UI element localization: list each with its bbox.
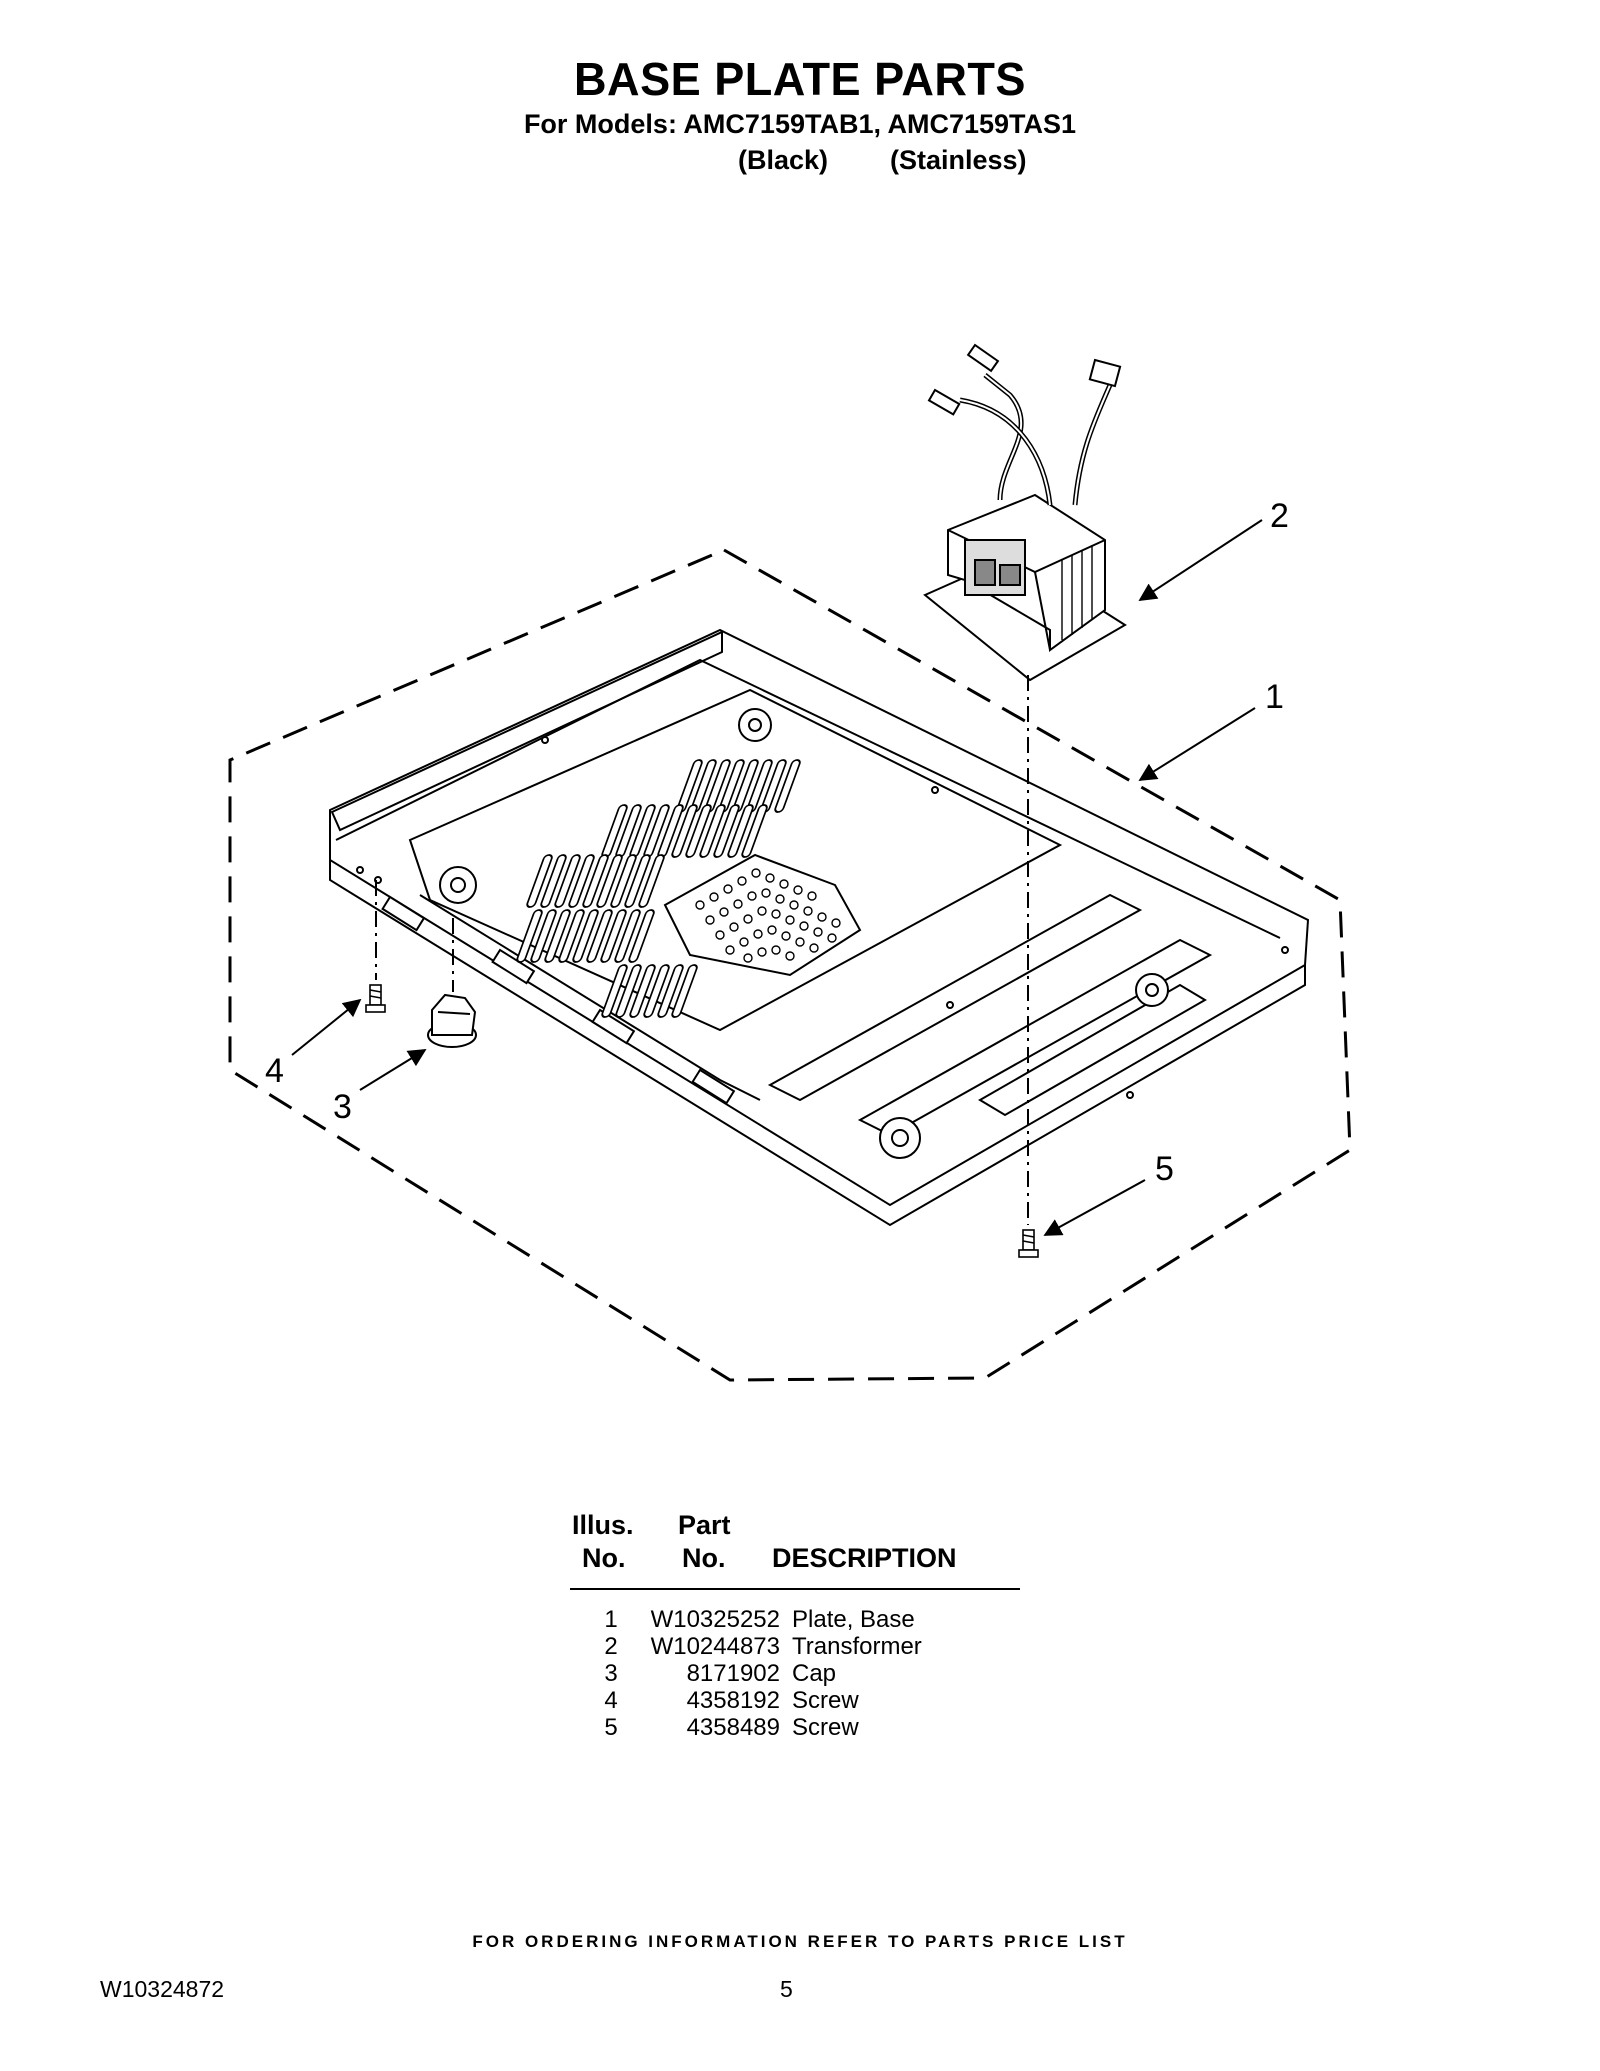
header-description: DESCRIPTION bbox=[772, 1543, 957, 1573]
assembly-centerlines bbox=[375, 675, 1029, 1225]
illus-no: 4 bbox=[604, 1687, 618, 1714]
callout-5: 5 bbox=[1155, 1150, 1174, 1188]
table-row: 3 8171902 Cap bbox=[570, 1660, 1020, 1687]
description: Screw bbox=[792, 1687, 859, 1714]
part-no: 8171902 bbox=[686, 1660, 780, 1687]
table-row: 4 4358192 Screw bbox=[570, 1687, 1020, 1714]
header-part-2: No. bbox=[682, 1543, 726, 1573]
screw-5-drawing bbox=[1018, 1229, 1039, 1258]
perforated-grille bbox=[663, 853, 862, 977]
header-rule bbox=[570, 1588, 1020, 1590]
models-line: For Models: AMC7159TAB1, AMC7159TAS1 bbox=[523, 109, 1077, 139]
illus-no: 3 bbox=[604, 1660, 618, 1687]
illus-no: 2 bbox=[604, 1633, 618, 1660]
description: Cap bbox=[792, 1660, 837, 1687]
illus-no: 5 bbox=[604, 1714, 618, 1741]
variant-stainless: (Stainless) bbox=[890, 145, 1027, 175]
callout-3: 3 bbox=[333, 1088, 352, 1126]
part-no: W10244873 bbox=[650, 1633, 780, 1660]
header-illus-1: Illus. bbox=[572, 1510, 634, 1540]
page-title: BASE PLATE PARTS bbox=[574, 53, 1026, 105]
header-illus-2: No. bbox=[582, 1543, 626, 1573]
header-part-1: Part bbox=[678, 1510, 731, 1540]
table-row: 5 4358489 Screw bbox=[570, 1714, 1020, 1741]
variant-black: (Black) bbox=[738, 145, 829, 175]
callout-2: 2 bbox=[1270, 497, 1289, 535]
description: Screw bbox=[792, 1714, 859, 1741]
part-no: 4358489 bbox=[686, 1714, 780, 1741]
part-no: 4358192 bbox=[686, 1687, 780, 1714]
callout-1: 1 bbox=[1265, 678, 1284, 716]
screw-4-drawing bbox=[365, 984, 386, 1013]
page-number: 5 bbox=[780, 1976, 793, 2002]
callout-4: 4 bbox=[265, 1052, 284, 1090]
part-no: W10325252 bbox=[650, 1606, 780, 1633]
description: Plate, Base bbox=[792, 1606, 915, 1633]
leader-arrows bbox=[291, 519, 1263, 1236]
document-number: W10324872 bbox=[100, 1976, 225, 2002]
table-row: 2 W10244873 Transformer bbox=[570, 1633, 1020, 1660]
transformer-drawing bbox=[923, 343, 1127, 682]
cap-drawing bbox=[427, 993, 477, 1048]
illus-no: 1 bbox=[604, 1606, 618, 1633]
assembly-boundary bbox=[228, 548, 1352, 1382]
exploded-parts-diagram bbox=[228, 343, 1352, 1382]
description: Transformer bbox=[792, 1633, 922, 1660]
ordering-note: FOR ORDERING INFORMATION REFER TO PARTS … bbox=[472, 1932, 1128, 1951]
table-row: 1 W10325252 Plate, Base bbox=[570, 1606, 1020, 1633]
vent-slots bbox=[516, 759, 801, 1018]
